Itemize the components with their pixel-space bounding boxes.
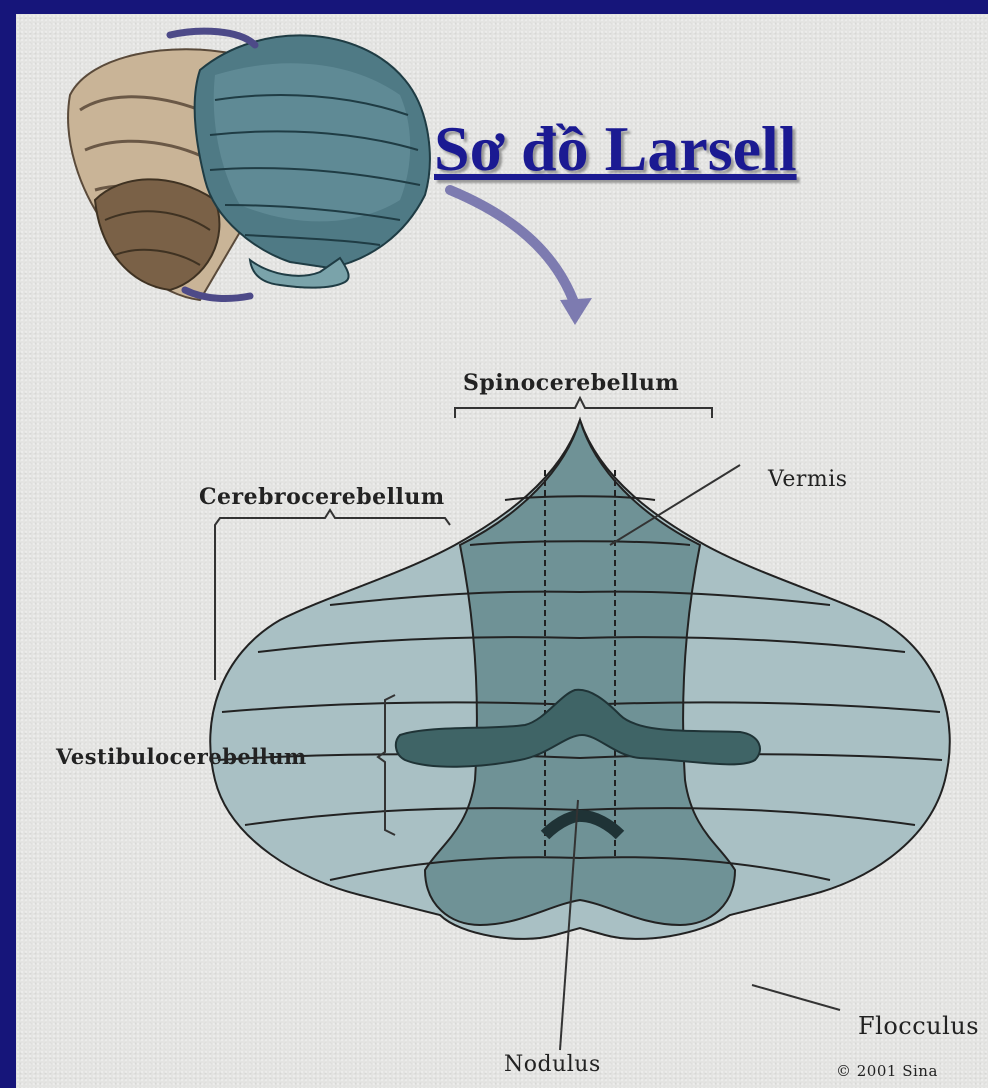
label-cerebrocerebellum: Cerebrocerebellum (199, 484, 445, 510)
label-spinocerebellum: Spinocerebellum (463, 370, 679, 396)
page-title: Sơ đồ Larsell (434, 112, 797, 186)
slide-panel: Sơ đồ Larsell Spinocerebellum Cerebrocer… (16, 14, 988, 1088)
label-vermis: Vermis (768, 467, 848, 492)
label-nodulus: Nodulus (504, 1052, 601, 1077)
label-vestibulocerebellum: Vestibulocerebellum (56, 744, 307, 769)
label-flocculus: Flocculus (858, 1012, 979, 1040)
copyright-text: © 2001 Sina (836, 1062, 938, 1080)
